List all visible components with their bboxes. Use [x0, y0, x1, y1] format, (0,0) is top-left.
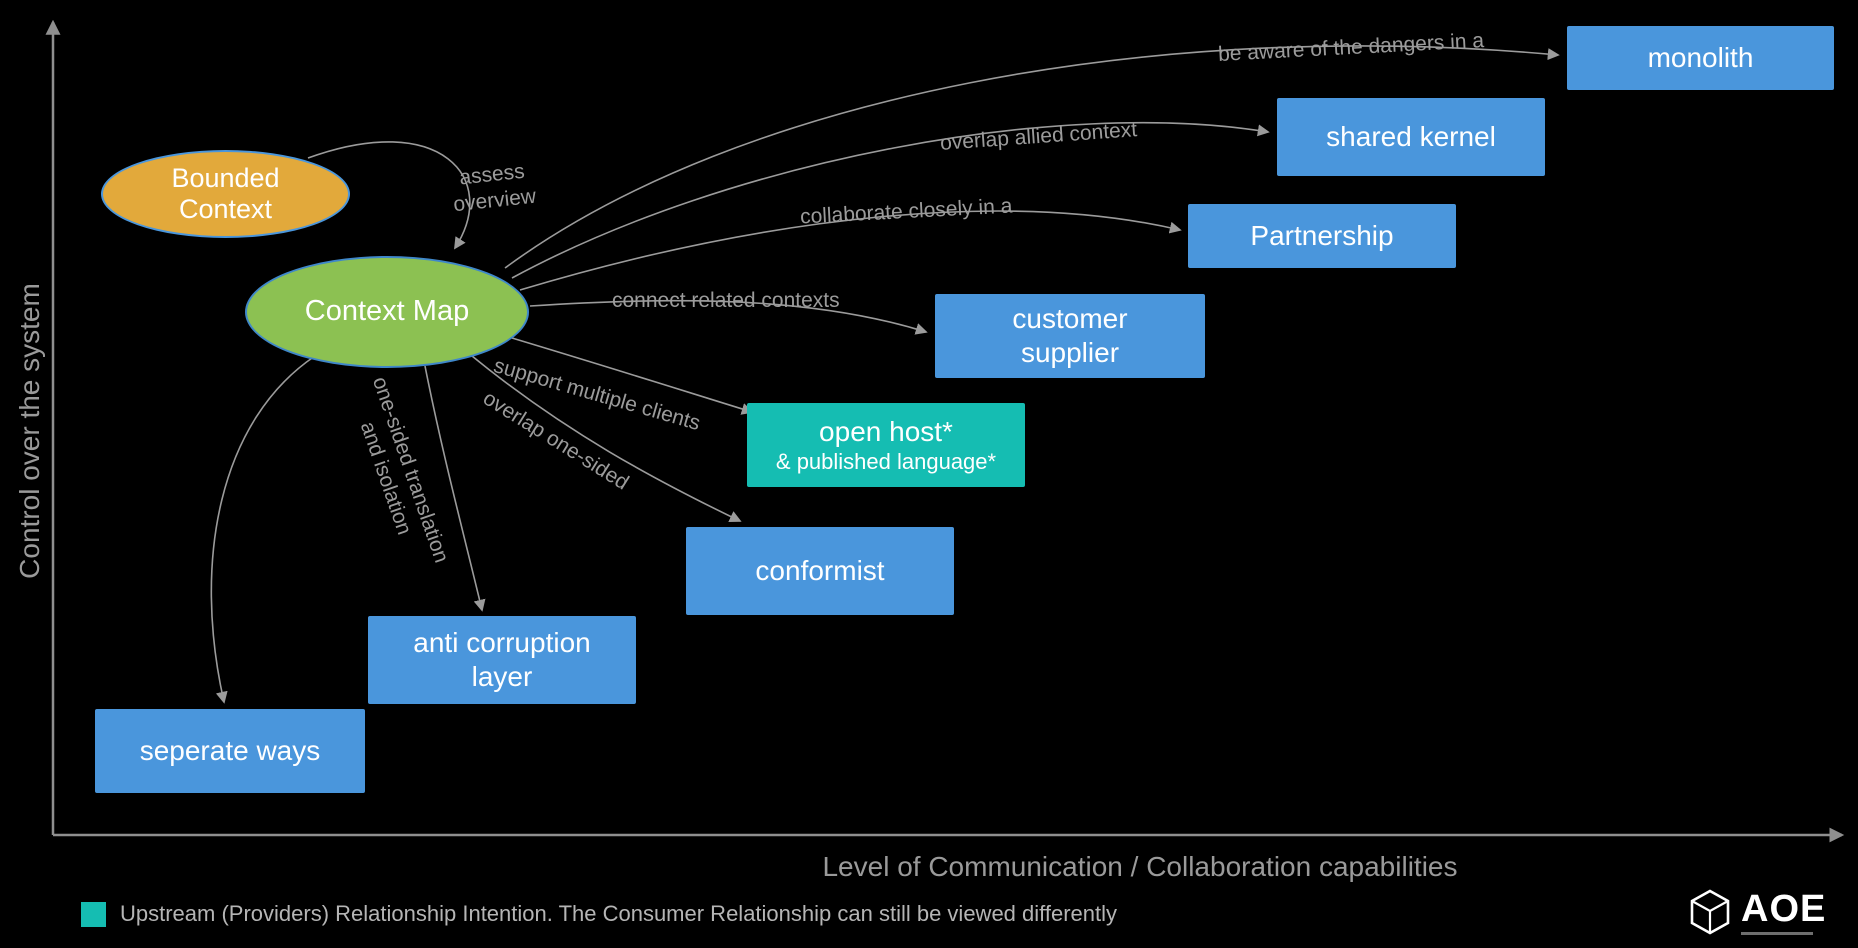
shared-kernel-label: shared kernel — [1326, 121, 1496, 153]
bounded-context-label-line1: Bounded — [171, 162, 280, 193]
x-axis-label: Level of Communication / Collaboration c… — [822, 851, 1458, 882]
node-conformist: conformist — [686, 527, 954, 615]
edge-partnership — [519, 210, 1182, 291]
edge-customer-supplier — [529, 299, 928, 335]
node-shared-kernel: shared kernel — [1277, 98, 1545, 176]
edge-assess-overview — [307, 141, 471, 250]
edge-open-host — [511, 337, 754, 415]
seperate-ways-label: seperate ways — [139, 735, 321, 767]
node-seperate-ways: seperate ways — [95, 709, 365, 793]
edge-monolith — [504, 45, 1560, 269]
edge-shared-kernel — [511, 121, 1270, 279]
edge-conformist — [471, 355, 742, 522]
y-axis-label: Control over the system — [14, 283, 45, 579]
anti-corruption-layer-label-line1: anti corruption — [413, 627, 591, 659]
aoe-logo-text: AOE — [1741, 887, 1827, 930]
edge-anti-corruption-layer — [424, 365, 486, 612]
edge-label-connect-related: connect related contexts — [612, 289, 840, 312]
open-host-label-line1: open host* — [819, 416, 953, 447]
node-anti-corruption-layer: anti corruption layer — [368, 616, 636, 704]
aoe-logo-wordmark: AOE — [1741, 890, 1826, 935]
conformist-label: conformist — [755, 555, 885, 587]
node-monolith: monolith — [1567, 26, 1834, 90]
node-bounded-context: Bounded Context — [101, 150, 350, 238]
monolith-label: monolith — [1647, 42, 1754, 74]
context-map-label: Context Map — [304, 295, 470, 328]
legend: Upstream (Providers) Relationship Intent… — [81, 901, 1117, 927]
bounded-context-label-line2: Context — [178, 194, 273, 224]
node-open-host: open host* & published language* — [747, 403, 1025, 487]
partnership-label: Partnership — [1250, 220, 1394, 252]
aoe-cube-icon — [1690, 889, 1730, 935]
customer-supplier-label-line1: customer — [1012, 303, 1128, 335]
edge-label-assess-overview: assess overview — [452, 159, 538, 217]
anti-corruption-layer-label-line2: layer — [471, 661, 533, 692]
open-host-label-line2: & published language* — [775, 448, 997, 474]
node-context-map: Context Map — [245, 256, 529, 368]
aoe-logo: AOE — [1689, 889, 1826, 935]
node-customer-supplier: customer supplier — [935, 294, 1205, 378]
customer-supplier-label-line2: supplier — [1020, 337, 1120, 368]
legend-upstream-swatch — [81, 901, 106, 927]
legend-text: Upstream (Providers) Relationship Intent… — [120, 901, 1118, 926]
node-partnership: Partnership — [1188, 204, 1456, 268]
edge-seperate-ways — [210, 355, 316, 704]
aoe-logo-tagline — [1741, 931, 1813, 935]
